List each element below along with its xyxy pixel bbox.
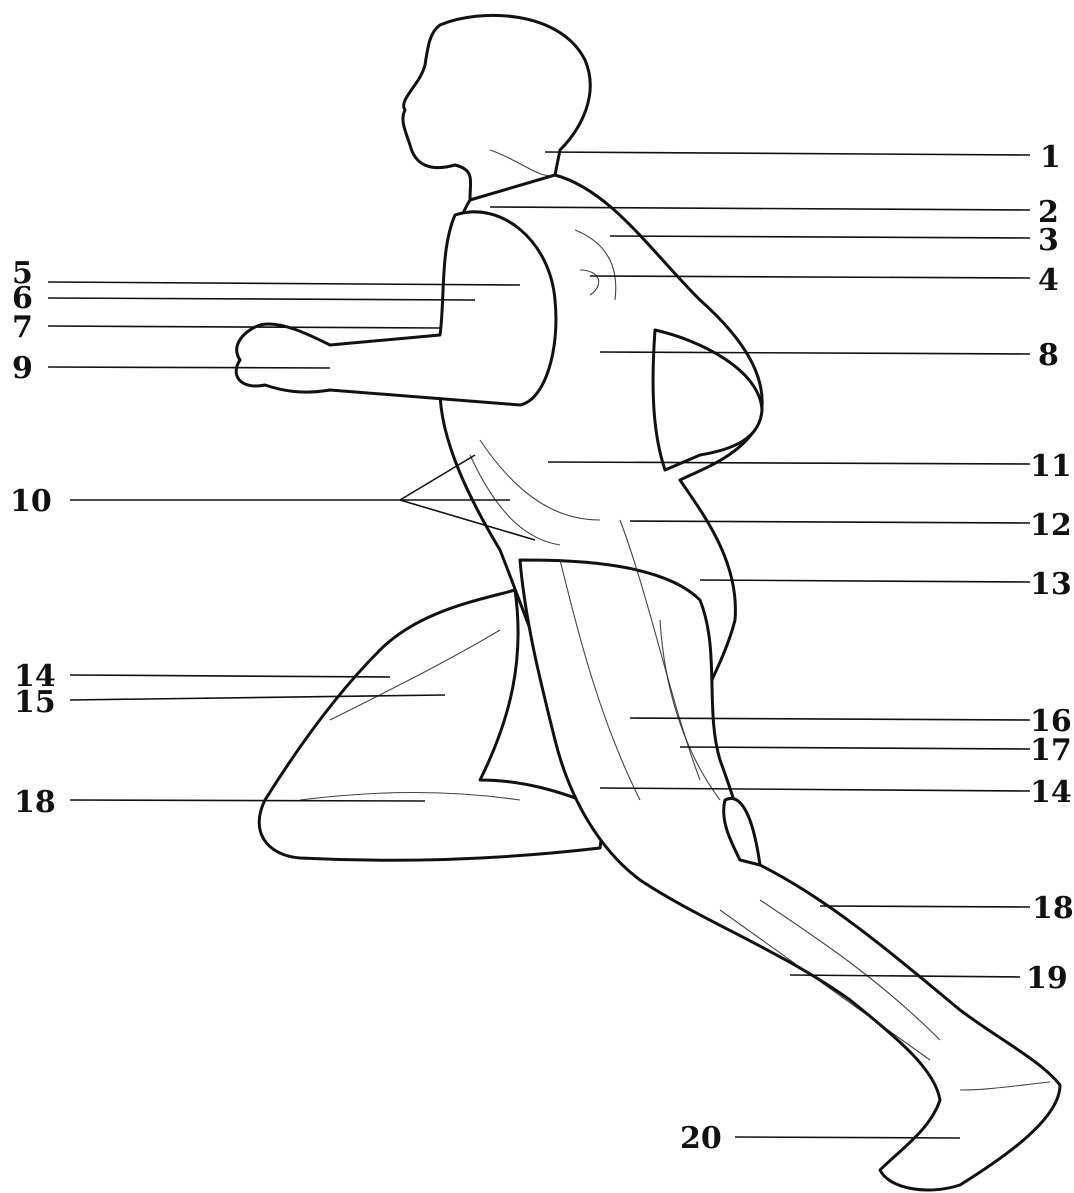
leader-13 (700, 580, 1030, 582)
label-4: 4 (1038, 263, 1059, 298)
label-12: 12 (1030, 508, 1072, 543)
forward-arm (236, 212, 556, 405)
label-15: 15 (14, 685, 56, 720)
label-8: 8 (1038, 338, 1059, 373)
label-10: 10 (10, 484, 52, 519)
label-18-left: 18 (14, 785, 56, 820)
leader-20 (735, 1137, 960, 1138)
label-7: 7 (12, 310, 33, 345)
label-11: 11 (1030, 449, 1072, 484)
label-18-right: 18 (1032, 891, 1074, 926)
leader-7 (48, 326, 440, 328)
leader-3 (610, 236, 1030, 238)
leader-18-right (820, 906, 1030, 907)
label-19: 19 (1026, 961, 1068, 996)
running-figure (236, 15, 1060, 1190)
label-3: 3 (1038, 223, 1059, 258)
label-20: 20 (680, 1121, 722, 1156)
label-13: 13 (1030, 567, 1072, 602)
leader-18-left (70, 800, 425, 801)
label-14-right: 14 (1030, 775, 1072, 810)
leader-14-left (70, 675, 390, 677)
front-leg (520, 560, 1060, 1190)
head (403, 15, 590, 200)
leader-9 (48, 367, 330, 368)
label-9: 9 (12, 351, 33, 386)
label-17: 17 (1030, 733, 1072, 768)
leader-6 (48, 298, 475, 300)
leader-17 (680, 747, 1030, 749)
leader-1 (545, 152, 1030, 155)
label-1: 1 (1040, 140, 1061, 175)
